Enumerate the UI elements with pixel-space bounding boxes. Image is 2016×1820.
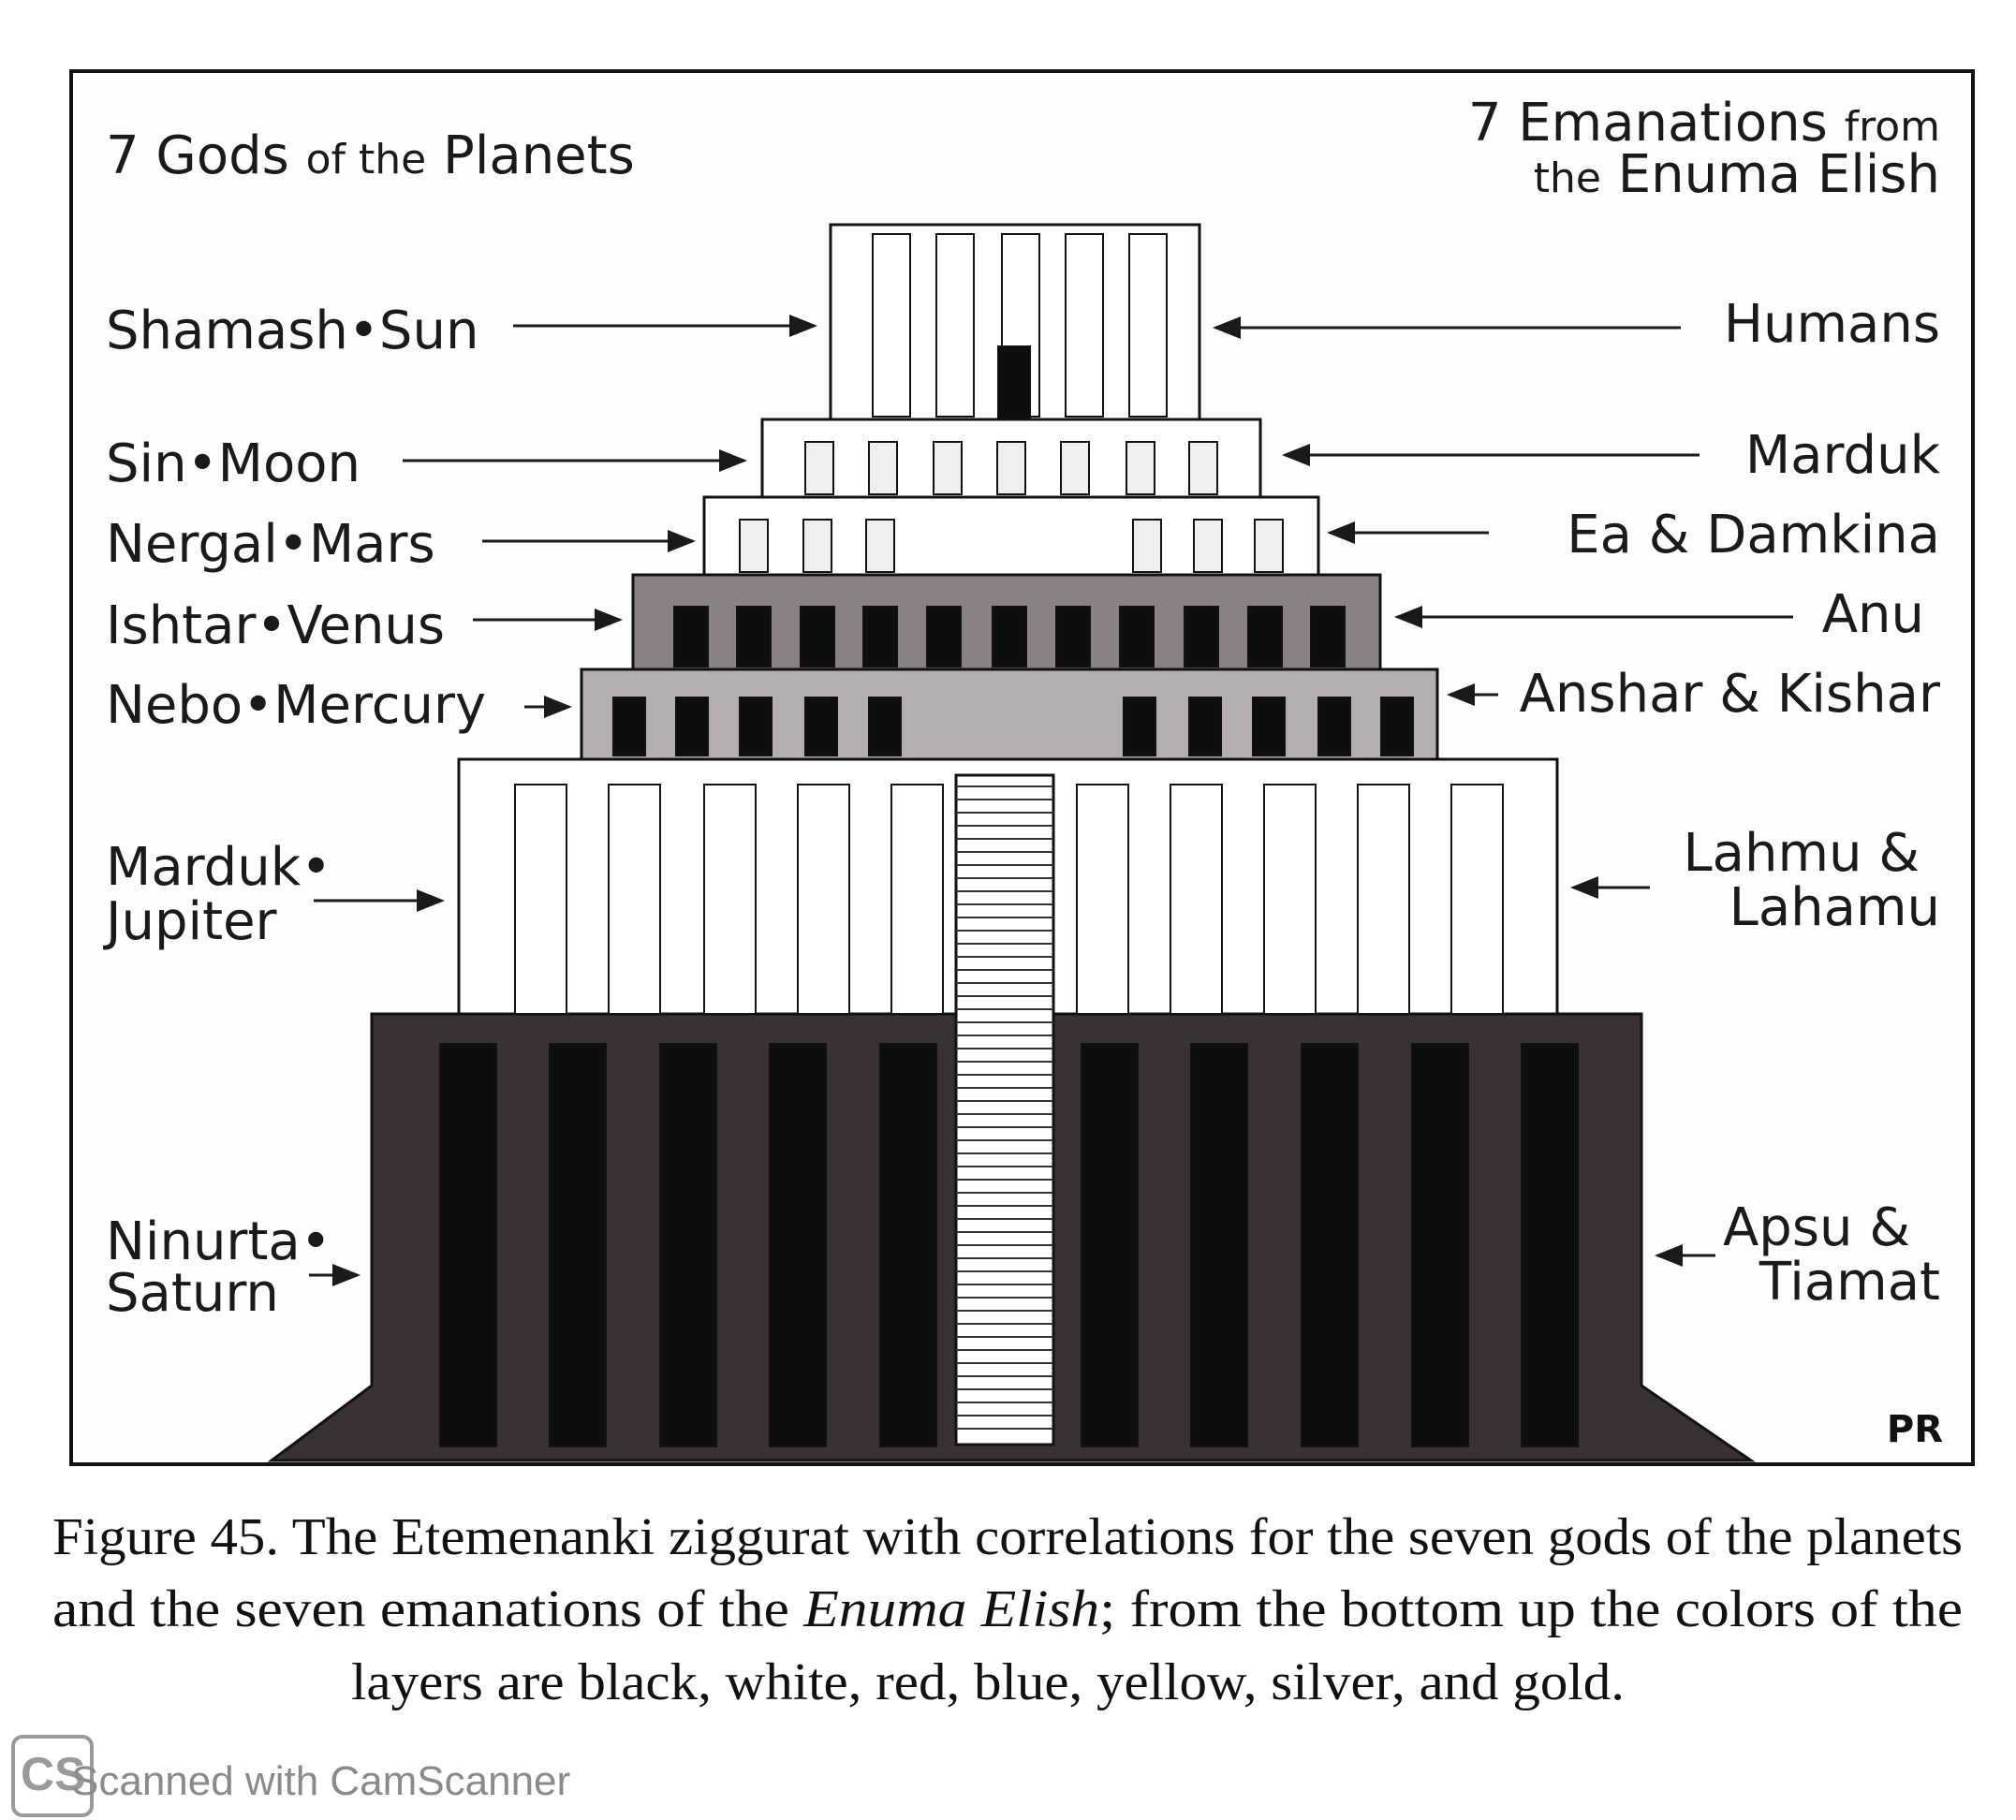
window (739, 519, 769, 573)
window (1055, 606, 1091, 668)
pilaster (890, 784, 944, 1015)
window (1317, 697, 1351, 756)
label-nebo-mercury: Nebo•Mercury (106, 675, 486, 736)
niche (1301, 1043, 1359, 1447)
window (673, 606, 709, 668)
pilaster (1450, 784, 1504, 1015)
label-marduk-right: Marduk (1745, 425, 1941, 486)
camscanner-logo-text: CS (21, 1748, 85, 1800)
window (1123, 697, 1156, 756)
ziggurat (267, 223, 1756, 1462)
window (868, 697, 902, 756)
label-apsu: Apsu & (1723, 1197, 1910, 1258)
niche (439, 1043, 497, 1447)
label-nergal-mars: Nergal•Mars (106, 514, 435, 575)
window (1193, 519, 1223, 573)
pilaster (608, 784, 661, 1015)
label-ninurta: Ninurta• (106, 1211, 331, 1272)
window (736, 606, 772, 668)
label-tiamat: Tiamat (1758, 1252, 1940, 1313)
window (862, 606, 898, 668)
label-anu: Anu (1822, 584, 1924, 645)
niche (1190, 1043, 1248, 1447)
pilaster (1076, 784, 1129, 1015)
label-lahmu: Lahmu & (1683, 823, 1920, 884)
right-title-line2: the Enuma Elish (1534, 144, 1940, 205)
pilaster (1065, 233, 1104, 418)
layer-red (580, 668, 1439, 761)
window (865, 519, 895, 573)
label-sin-moon: Sin•Moon (106, 433, 361, 494)
niche (879, 1043, 937, 1447)
window (612, 697, 646, 756)
window (1380, 697, 1414, 756)
label-lahamu: Lahamu (1729, 877, 1940, 938)
window (1188, 441, 1218, 495)
window (675, 697, 709, 756)
pilaster (703, 784, 757, 1015)
label-ishtar-venus: Ishtar•Venus (106, 595, 445, 656)
window (804, 441, 834, 495)
niche (659, 1043, 717, 1447)
window (992, 606, 1027, 668)
window (1132, 519, 1162, 573)
niche (769, 1043, 827, 1447)
arrows (309, 315, 1793, 1286)
niche (549, 1043, 607, 1447)
niche (1081, 1043, 1139, 1447)
staircase (954, 773, 1055, 1446)
window (1060, 441, 1090, 495)
pilaster (1170, 784, 1223, 1015)
caption-line-3: layers are black, white, red, blue, yell… (351, 1653, 1625, 1711)
window (996, 441, 1026, 495)
window (933, 441, 963, 495)
caption-line-1: Figure 45. The Etemenanki ziggurat with … (52, 1508, 1963, 1566)
window (1254, 519, 1284, 573)
niche (1411, 1043, 1469, 1447)
right-title-line1: 7 Emanations from (1468, 93, 1940, 154)
pilaster (935, 233, 975, 418)
artist-monogram: PR (1887, 1408, 1943, 1451)
window (800, 606, 835, 668)
window (1119, 606, 1155, 668)
pilaster (797, 784, 850, 1015)
label-jupiter: Jupiter (103, 891, 278, 952)
label-shamash-sun: Shamash•Sun (106, 301, 478, 361)
window (802, 519, 832, 573)
layer-yellow (702, 495, 1320, 577)
pilaster (1263, 784, 1317, 1015)
window (1126, 441, 1155, 495)
label-ea-damkina: Ea & Damkina (1567, 505, 1940, 565)
label-saturn: Saturn (106, 1263, 279, 1324)
left-title: 7 Gods of the Planets (106, 125, 635, 186)
window (739, 697, 773, 756)
label-anshar-kishar: Anshar & Kishar (1520, 664, 1941, 725)
window (868, 441, 898, 495)
window (1188, 697, 1222, 756)
label-marduk: Marduk• (106, 837, 331, 898)
watermark-text: Scanned with CamScanner (71, 1758, 570, 1804)
label-humans: Humans (1724, 294, 1940, 355)
caption-line-2: and the seven emanations of the Enuma El… (52, 1580, 1963, 1638)
pilaster (514, 784, 567, 1015)
temple-door (997, 345, 1031, 420)
pilaster (1357, 784, 1410, 1015)
window (804, 697, 838, 756)
window (1310, 606, 1346, 668)
niche (1521, 1043, 1579, 1447)
window (1247, 606, 1283, 668)
camscanner-logo-icon (11, 1735, 94, 1817)
window (1252, 697, 1286, 756)
window (1184, 606, 1219, 668)
pilaster (1128, 233, 1168, 418)
window (926, 606, 962, 668)
pilaster (872, 233, 911, 418)
